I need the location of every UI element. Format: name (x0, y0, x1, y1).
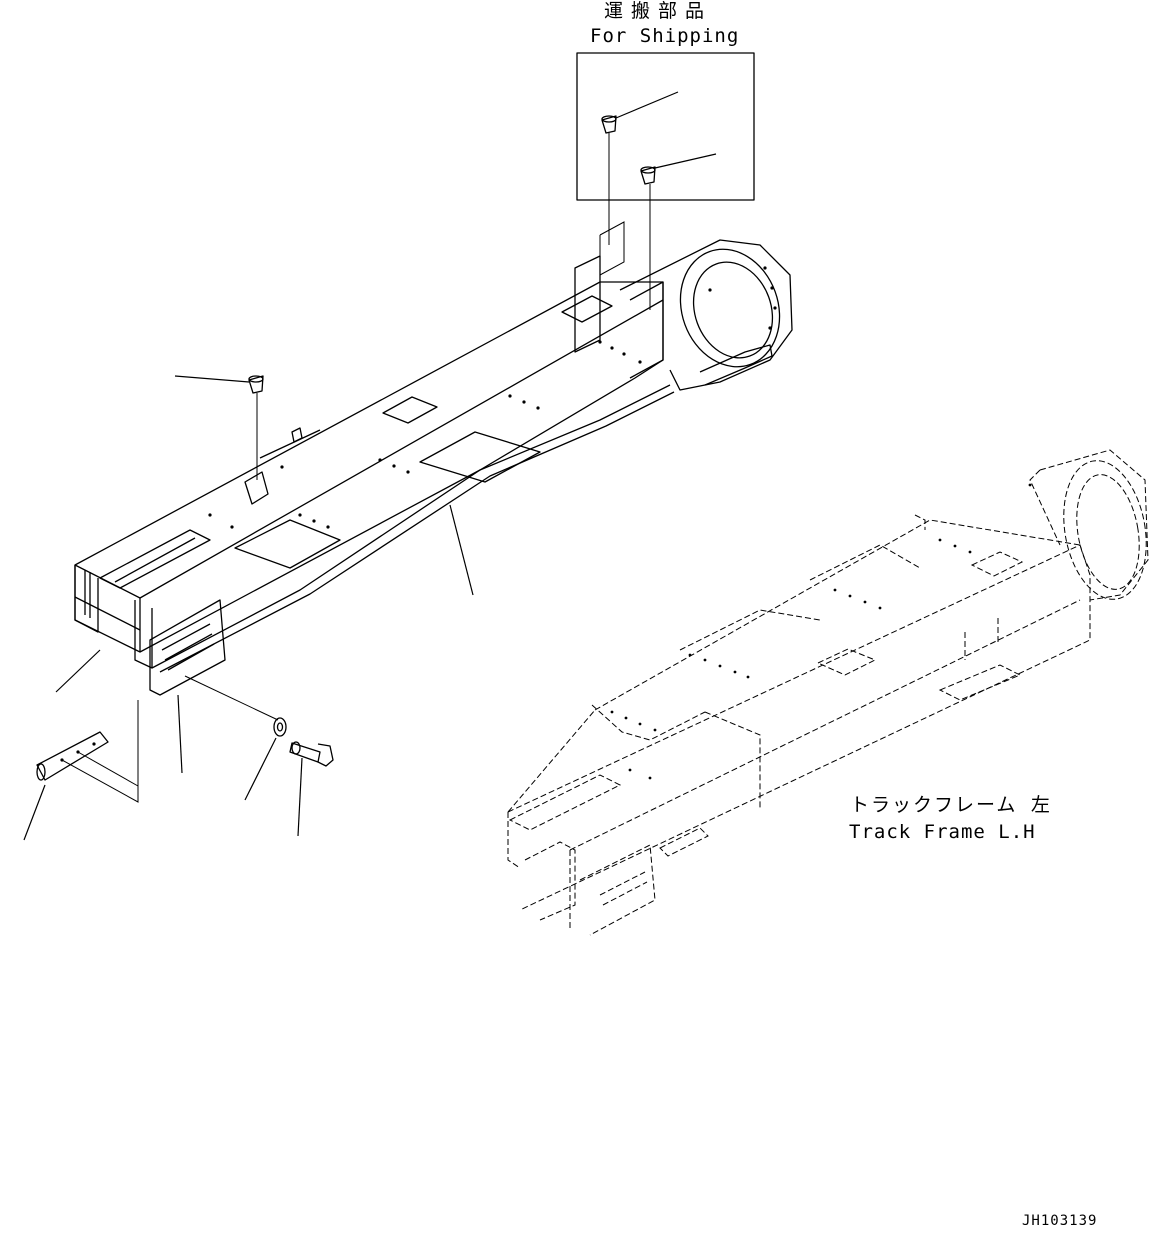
reference-holes (610, 483, 1032, 780)
drawing-number: JH103139 (1022, 1213, 1098, 1229)
frame-label-jp: トラックフレーム 左 (850, 794, 1052, 816)
track-frame-reference (507, 449, 1149, 936)
frame-label-en: Track Frame L.H (849, 821, 1036, 843)
shipping-cap-1 (601, 91, 679, 245)
shipping-cap-2 (640, 153, 717, 310)
frame-plug (174, 375, 264, 480)
shipping-title-jp: 運搬部品 (604, 0, 713, 22)
bolt (289, 741, 334, 767)
shipping-parts-box (576, 52, 755, 310)
leader-lines (23, 504, 474, 841)
guard-plate (36, 700, 139, 803)
shipping-title-en: For Shipping (590, 25, 740, 47)
washer (184, 675, 287, 737)
frame-holes (208, 266, 777, 529)
track-frame-main (74, 239, 793, 696)
